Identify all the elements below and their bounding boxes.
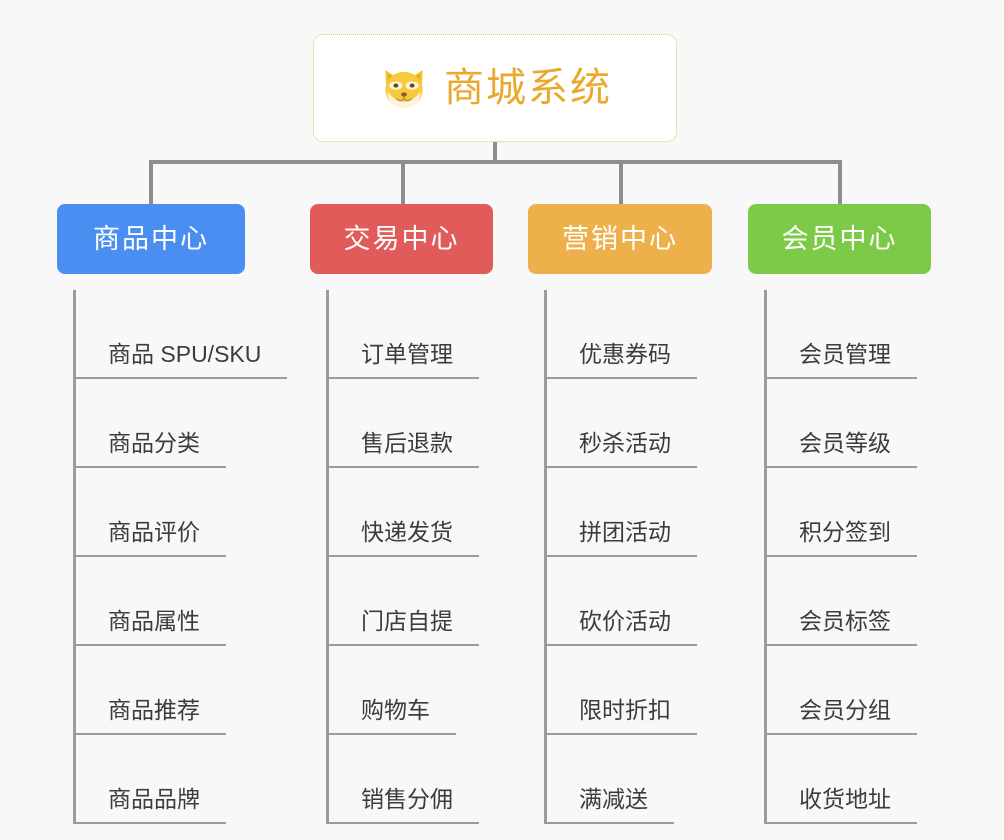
leaf-label: 购物车 [361,697,430,724]
leaf-underline: 商品品牌 [76,785,226,824]
leaf-label: 会员管理 [799,341,891,368]
leaf-label: 销售分佣 [361,786,453,813]
leaf-underline: 售后退款 [329,429,479,468]
leaf-item[interactable]: 商品评价 [76,468,245,557]
leaf-list-trade-center: 订单管理 售后退款 快递发货 门店自提 购物车 销售分佣 [326,290,493,824]
leaf-underline: 商品分类 [76,429,226,468]
leaf-underline: 会员等级 [767,429,917,468]
leaf-underline: 会员标签 [767,607,917,646]
leaf-underline: 销售分佣 [329,785,479,824]
leaf-underline: 门店自提 [329,607,479,646]
leaf-underline: 购物车 [329,696,456,735]
leaf-label: 秒杀活动 [579,430,671,457]
connector-drop-member-center [838,160,842,206]
leaf-item[interactable]: 快递发货 [329,468,493,557]
leaf-label: 商品 SPU/SKU [108,341,262,368]
leaf-item[interactable]: 商品 SPU/SKU [76,290,288,379]
category-box-marketing-center[interactable]: 营销中心 [528,204,712,274]
leaf-item[interactable]: 收货地址 [767,735,931,824]
root-node[interactable]: 商城系统 [313,34,677,142]
category-label: 会员中心 [781,223,898,254]
leaf-label: 售后退款 [361,430,453,457]
leaf-label: 商品评价 [108,519,200,546]
leaf-underline: 砍价活动 [547,607,697,646]
leaf-item[interactable]: 优惠券码 [547,290,712,379]
leaf-label: 商品分类 [108,430,200,457]
leaf-label: 优惠券码 [579,341,671,368]
leaf-item[interactable]: 会员标签 [767,557,931,646]
leaf-item[interactable]: 售后退款 [329,379,493,468]
leaf-item[interactable]: 会员管理 [767,290,931,379]
leaf-item[interactable]: 商品属性 [76,557,245,646]
leaf-label: 砍价活动 [579,608,671,635]
category-box-member-center[interactable]: 会员中心 [748,204,931,274]
connector-drop-marketing-center [619,160,623,206]
leaf-label: 限时折扣 [579,697,671,724]
leaf-label: 积分签到 [799,519,891,546]
leaf-label: 会员分组 [799,697,891,724]
leaf-item[interactable]: 会员分组 [767,646,931,735]
column-member-center: 会员中心 会员管理 会员等级 积分签到 会员标签 会员分组 收货地址 [748,204,931,840]
leaf-underline: 商品推荐 [76,696,226,735]
connector-drop-product-center [149,160,153,206]
category-box-trade-center[interactable]: 交易中心 [310,204,493,274]
leaf-item[interactable]: 订单管理 [329,290,493,379]
leaf-item[interactable]: 限时折扣 [547,646,712,735]
leaf-item[interactable]: 砍价活动 [547,557,712,646]
leaf-item[interactable]: 销售分佣 [329,735,493,824]
leaf-label: 快递发货 [361,519,453,546]
leaf-underline: 拼团活动 [547,518,697,557]
leaf-list-product-center: 商品 SPU/SKU 商品分类 商品评价 商品属性 商品推荐 商品品牌 [73,290,288,824]
leaf-item[interactable]: 秒杀活动 [547,379,712,468]
leaf-underline: 商品 SPU/SKU [76,340,288,379]
leaf-item[interactable]: 购物车 [329,646,493,735]
leaf-label: 拼团活动 [579,519,671,546]
leaf-label: 会员标签 [799,608,891,635]
connector-horizontal-bus [150,160,840,164]
leaf-list-member-center: 会员管理 会员等级 积分签到 会员标签 会员分组 收货地址 [764,290,931,824]
leaf-underline: 秒杀活动 [547,429,697,468]
leaf-item[interactable]: 拼团活动 [547,468,712,557]
leaf-label: 收货地址 [799,786,891,813]
category-label: 营销中心 [562,223,678,254]
leaf-underline: 收货地址 [767,785,917,824]
leaf-underline: 快递发货 [329,518,479,557]
root-title: 商城系统 [444,66,612,110]
leaf-item[interactable]: 满减送 [547,735,712,824]
leaf-underline: 积分签到 [767,518,917,557]
leaf-label: 满减送 [579,786,648,813]
leaf-label: 订单管理 [361,341,453,368]
column-product-center: 商品中心 商品 SPU/SKU 商品分类 商品评价 商品属性 商品推荐 商品品牌 [57,204,288,840]
leaf-label: 商品推荐 [108,697,200,724]
leaf-underline: 会员管理 [767,340,917,379]
connector-drop-trade-center [401,160,405,206]
leaf-label: 会员等级 [799,430,891,457]
column-trade-center: 交易中心 订单管理 售后退款 快递发货 门店自提 购物车 销售分佣 [310,204,493,840]
leaf-underline: 商品评价 [76,518,226,557]
leaf-underline: 满减送 [547,785,674,824]
leaf-underline: 商品属性 [76,607,226,646]
leaf-underline: 订单管理 [329,340,479,379]
leaf-list-marketing-center: 优惠券码 秒杀活动 拼团活动 砍价活动 限时折扣 满减送 [544,290,712,824]
column-marketing-center: 营销中心 优惠券码 秒杀活动 拼团活动 砍价活动 限时折扣 满减送 [528,204,712,840]
category-label: 交易中心 [343,223,460,254]
leaf-item[interactable]: 积分签到 [767,468,931,557]
dog-face-icon [378,62,430,114]
leaf-underline: 会员分组 [767,696,917,735]
leaf-underline: 限时折扣 [547,696,697,735]
leaf-item[interactable]: 会员等级 [767,379,931,468]
leaf-label: 门店自提 [361,608,453,635]
category-label: 商品中心 [93,223,209,254]
leaf-item[interactable]: 商品推荐 [76,646,245,735]
leaf-item[interactable]: 门店自提 [329,557,493,646]
leaf-label: 商品属性 [108,608,200,635]
leaf-item[interactable]: 商品品牌 [76,735,245,824]
leaf-item[interactable]: 商品分类 [76,379,245,468]
leaf-underline: 优惠券码 [547,340,697,379]
leaf-label: 商品品牌 [108,786,200,813]
category-box-product-center[interactable]: 商品中心 [57,204,245,274]
connector-root-stem [493,142,497,162]
